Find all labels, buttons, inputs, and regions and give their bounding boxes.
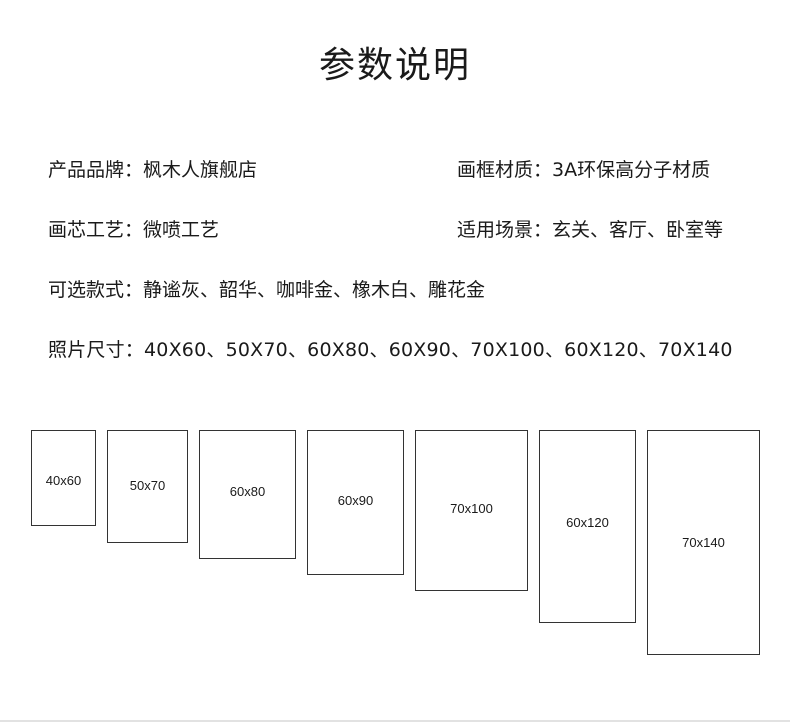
frame-size-label: 50x70 bbox=[129, 478, 166, 493]
spec-styles-label: 可选款式： bbox=[48, 279, 144, 301]
spec-usage-label: 适用场景： bbox=[457, 219, 553, 241]
spec-usage: 适用场景：玄关、客厅、卧室等 bbox=[457, 217, 723, 243]
frame-size-box: 50x70 bbox=[107, 430, 188, 543]
spec-brand-label: 产品品牌： bbox=[48, 159, 144, 181]
frame-size-label: 60x80 bbox=[229, 484, 266, 499]
frame-size-label: 60x120 bbox=[566, 515, 609, 530]
spec-styles: 可选款式：静谧灰、韶华、咖啡金、橡木白、雕花金 bbox=[48, 277, 485, 303]
spec-brand-value: 枫木人旗舰店 bbox=[143, 159, 258, 181]
spec-core-craft: 画芯工艺：微喷工艺 bbox=[48, 217, 219, 243]
spec-core-craft-label: 画芯工艺： bbox=[48, 219, 144, 241]
frame-size-box: 70x100 bbox=[415, 430, 528, 591]
frame-size-box: 60x90 bbox=[307, 430, 404, 575]
frame-size-box: 60x120 bbox=[539, 430, 636, 623]
frame-size-box: 40x60 bbox=[31, 430, 96, 526]
spec-frame-material-value: 3A环保高分子材质 bbox=[552, 159, 711, 181]
spec-frame-material: 画框材质：3A环保高分子材质 bbox=[457, 157, 710, 183]
frame-size-box: 70x140 bbox=[647, 430, 760, 655]
spec-core-craft-value: 微喷工艺 bbox=[143, 219, 220, 241]
frame-size-label: 60x90 bbox=[337, 493, 374, 508]
page-title: 参数说明 bbox=[318, 45, 471, 86]
spec-sizes-label: 照片尺寸： bbox=[48, 339, 145, 361]
bottom-divider bbox=[0, 720, 790, 722]
spec-frame-material-label: 画框材质： bbox=[457, 159, 553, 181]
frame-size-label: 40x60 bbox=[45, 473, 82, 488]
frame-size-box: 60x80 bbox=[199, 430, 296, 559]
spec-styles-value: 静谧灰、韶华、咖啡金、橡木白、雕花金 bbox=[143, 279, 486, 301]
spec-sizes: 照片尺寸：40X60、50X70、60X80、60X90、70X100、60X1… bbox=[48, 337, 733, 363]
spec-sizes-value: 40X60、50X70、60X80、60X90、70X100、60X120、70… bbox=[144, 339, 733, 361]
spec-usage-value: 玄关、客厅、卧室等 bbox=[552, 219, 724, 241]
frame-size-label: 70x140 bbox=[682, 535, 725, 550]
spec-brand: 产品品牌：枫木人旗舰店 bbox=[48, 157, 257, 183]
frame-size-label: 70x100 bbox=[450, 501, 493, 516]
